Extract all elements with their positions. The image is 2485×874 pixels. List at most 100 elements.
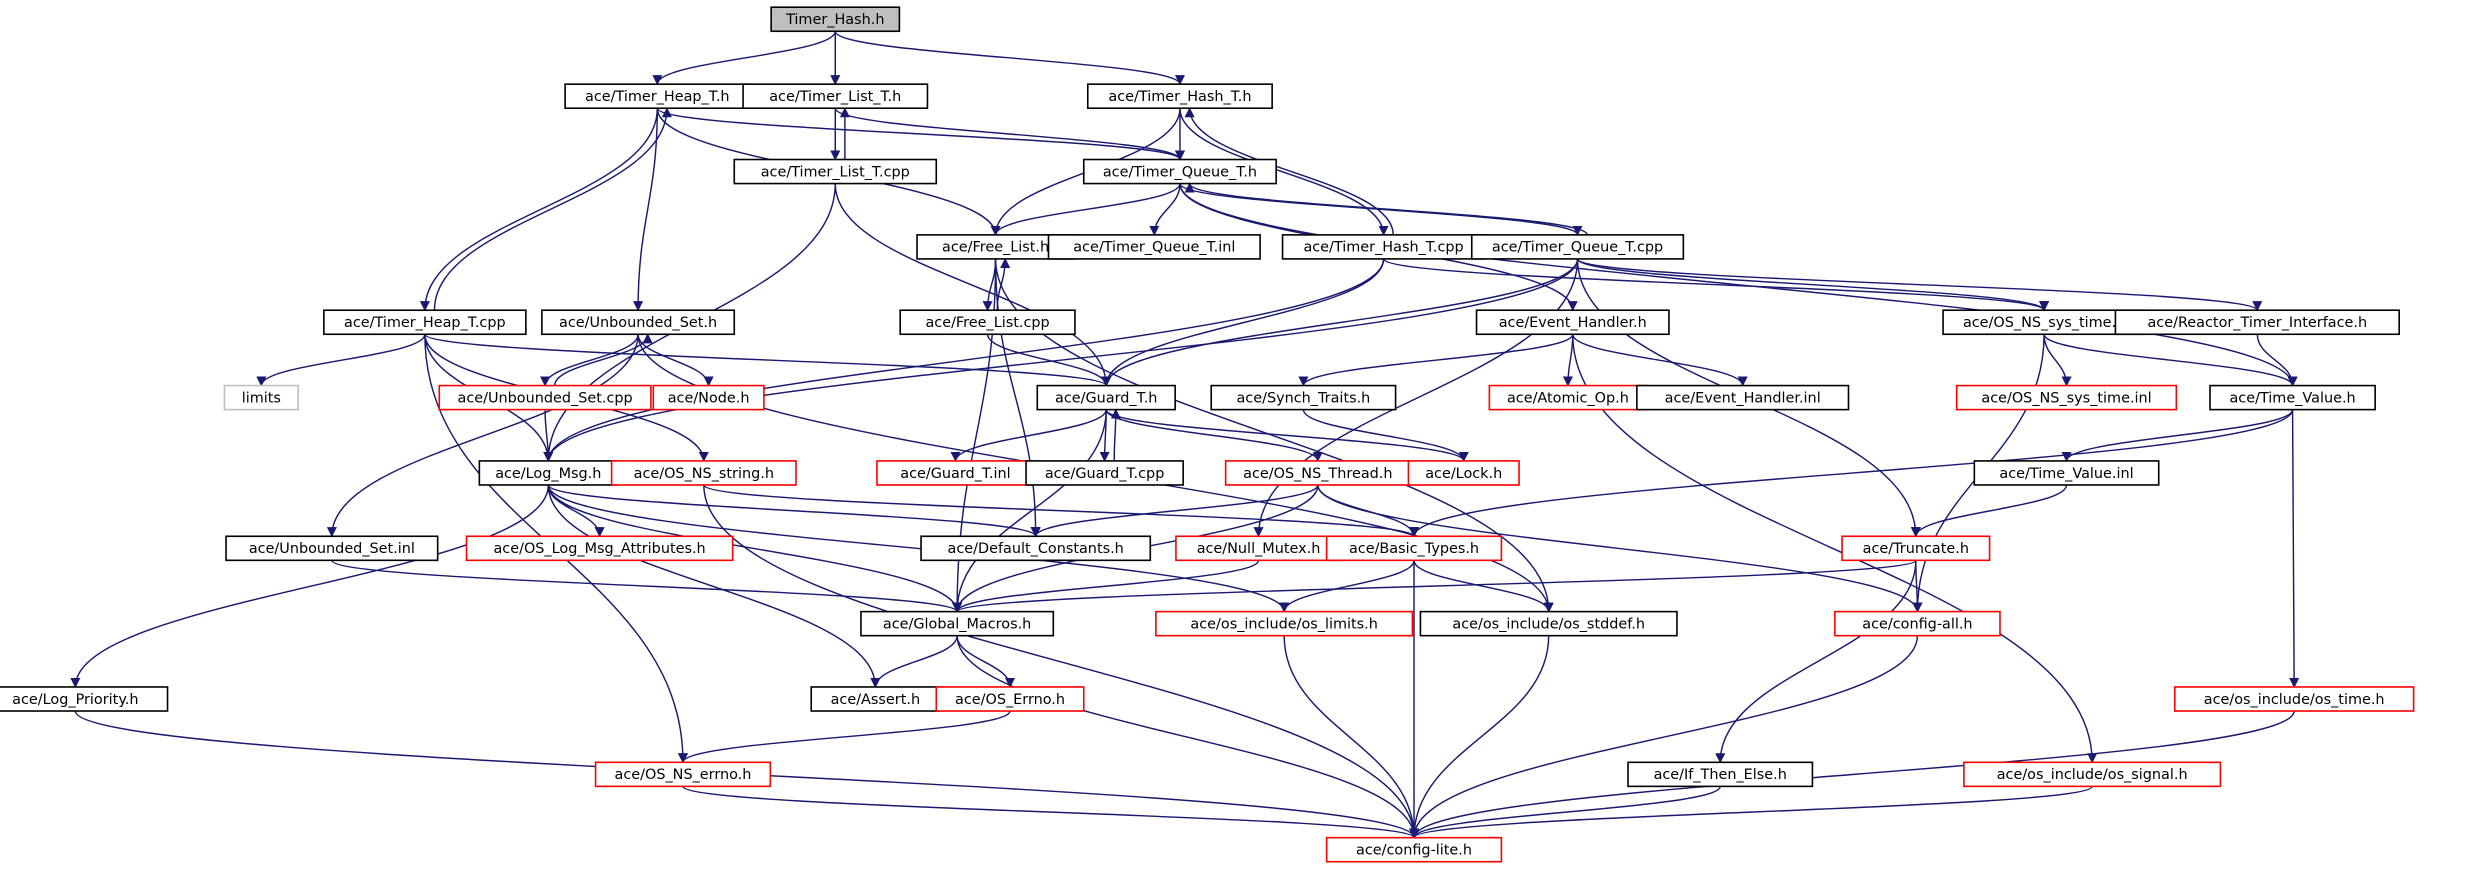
node-box (1407, 460, 1520, 486)
node-label: ace/Timer_Heap_T.h (585, 89, 730, 105)
node-ace-os-errno-h[interactable]: ace/OS_Errno.h (935, 686, 1085, 712)
node-ace-event-handler-h[interactable]: ace/Event_Handler.h (1475, 309, 1670, 336)
node-ace-free-list-cpp[interactable]: ace/Free_List.cpp (899, 309, 1076, 336)
node-ace-guard-t-inl[interactable]: ace/Guard_T.inl (876, 460, 1035, 486)
edge-ace-os-ns-thread-h-to-ace-config-all-h (1317, 484, 1923, 613)
node-ace-reactor-timer-interface-h[interactable]: ace/Reactor_Timer_Interface.h (2114, 309, 2400, 336)
node-ace-os-ns-sys-time-h[interactable]: ace/OS_NS_sys_time.h (1942, 309, 2146, 336)
node-ace-timer-hash-t-cpp[interactable]: ace/Timer_Hash_T.cpp (1281, 234, 1486, 260)
node-label: ace/Free_List.cpp (925, 315, 1049, 331)
node-box (1475, 309, 1670, 336)
node-ace-atomic-op-h[interactable]: ace/Atomic_Op.h (1488, 384, 1648, 411)
edge-ace-timer-heap-t-h-to-ace-timer-heap-t-cpp (419, 108, 659, 312)
node-label: ace/Synch_Traits.h (1236, 390, 1370, 406)
edge-timer-hash-h-to-ace-timer-heap-t-h (652, 31, 836, 86)
node-ace-log-priority-h[interactable]: ace/Log_Priority.h (0, 686, 169, 712)
node-box (1627, 761, 1814, 788)
edge-ace-guard-t-h-to-ace-lock-h (1105, 409, 1469, 462)
node-ace-guard-t-cpp[interactable]: ace/Guard_T.cpp (1025, 460, 1184, 486)
node-ace-lock-h[interactable]: ace/Lock.h (1407, 460, 1520, 486)
node-ace-log-msg-h[interactable]: ace/Log_Msg.h (478, 460, 619, 486)
node-ace-null-mutex-h[interactable]: ace/Null_Mutex.h (1175, 535, 1342, 562)
node-ace-timer-queue-t-h[interactable]: ace/Timer_Queue_T.h (1082, 158, 1277, 185)
edge-ace-timer-hash-t-cpp-to-ace-timer-hash-t-h (1184, 107, 1394, 235)
node-ace-unbounded-set-h[interactable]: ace/Unbounded_Set.h (541, 309, 736, 336)
node-ace-os-include-os-signal-h[interactable]: ace/os_include/os_signal.h (1963, 761, 2222, 788)
edge-ace-os-include-os-signal-h-to-ace-config-lite-h (1409, 785, 2093, 839)
edge-ace-global-macros-h-to-ace-assert-h (870, 635, 958, 688)
node-ace-timer-queue-t-cpp[interactable]: ace/Timer_Queue_T.cpp (1470, 234, 1685, 260)
node-ace-os-include-os-time-h[interactable]: ace/os_include/os_time.h (2173, 686, 2415, 712)
node-label: ace/Log_Priority.h (12, 692, 138, 708)
node-ace-basic-types-h[interactable]: ace/Basic_Types.h (1325, 535, 1503, 562)
node-label: ace/Timer_List_T.h (769, 89, 901, 105)
node-ace-time-value-inl[interactable]: ace/Time_Value.inl (1973, 460, 2160, 486)
node-ace-node-h[interactable]: ace/Node.h (652, 384, 765, 411)
node-ace-unbounded-set-inl[interactable]: ace/Unbounded_Set.inl (225, 535, 439, 562)
node-ace-truncate-h[interactable]: ace/Truncate.h (1841, 535, 1991, 562)
node-ace-config-lite-h[interactable]: ace/config-lite.h (1325, 836, 1503, 863)
node-box (1325, 535, 1503, 562)
edge-ace-truncate-h-to-ace-config-all-h (1912, 560, 1923, 613)
node-limits[interactable]: limits (223, 384, 299, 411)
edge-ace-time-value-h-to-ace-time-value-inl (2061, 409, 2294, 462)
edge-ace-timer-queue-t-cpp-to-ace-null-mutex-h (1253, 258, 1579, 538)
node-box (478, 460, 619, 486)
node-ace-timer-heap-t-h[interactable]: ace/Timer_Heap_T.h (564, 83, 751, 110)
node-label: ace/Guard_T.inl (900, 466, 1010, 482)
node-ace-os-ns-string-h[interactable]: ace/OS_NS_string.h (610, 460, 797, 486)
node-timer-hash-h[interactable]: Timer_Hash.h (770, 6, 901, 33)
edges-layer (70, 30, 2300, 839)
edge-ace-guard-t-h-to-ace-global-macros-h (952, 409, 1107, 613)
node-box (1325, 836, 1503, 863)
node-ace-event-handler-inl[interactable]: ace/Event_Handler.inl (1636, 384, 1850, 411)
node-ace-os-ns-sys-time-inl[interactable]: ace/OS_NS_sys_time.inl (1955, 384, 2178, 411)
node-ace-timer-list-t-cpp[interactable]: ace/Timer_List_T.cpp (733, 158, 938, 185)
node-box (1470, 234, 1685, 260)
node-ace-timer-hash-t-h[interactable]: ace/Timer_Hash_T.h (1086, 83, 1273, 110)
node-box (1834, 610, 2001, 637)
edge-ace-time-value-inl-to-ace-truncate-h (1910, 484, 2068, 538)
node-ace-os-ns-errno-h[interactable]: ace/OS_NS_errno.h (594, 761, 772, 788)
node-ace-os-include-os-limits-h[interactable]: ace/os_include/os_limits.h (1155, 610, 1414, 637)
node-ace-assert-h[interactable]: ace/Assert.h (810, 686, 941, 712)
node-box (876, 460, 1035, 486)
node-ace-config-all-h[interactable]: ace/config-all.h (1834, 610, 2001, 637)
node-box (0, 686, 169, 712)
node-ace-time-value-h[interactable]: ace/Time_Value.h (2209, 384, 2376, 411)
edge-ace-timer-queue-t-cpp-to-ace-timer-queue-t-h (1184, 182, 1588, 236)
node-ace-unbounded-set-cpp[interactable]: ace/Unbounded_Set.cpp (438, 384, 652, 411)
edge-ace-log-msg-h-to-ace-global-macros-h (547, 484, 963, 613)
edge-ace-free-list-cpp-to-ace-guard-t-h (986, 334, 1112, 387)
edge-ace-os-ns-thread-h-to-ace-default-constants-h (1030, 484, 1319, 538)
node-ace-if-then-else-h[interactable]: ace/If_Then_Else.h (1627, 761, 1814, 788)
edge-ace-timer-list-t-cpp-to-ace-guard-t-h (834, 183, 1112, 387)
node-box (935, 686, 1085, 712)
node-box (1025, 460, 1184, 486)
edge-ace-os-ns-sys-time-h-to-ace-os-ns-sys-time-inl (2043, 334, 2072, 387)
node-ace-timer-heap-t-cpp[interactable]: ace/Timer_Heap_T.cpp (323, 309, 527, 336)
node-label: ace/Basic_Types.h (1349, 541, 1479, 557)
node-ace-os-log-msg-attributes-h[interactable]: ace/OS_Log_Msg_Attributes.h (465, 535, 734, 562)
node-ace-synch-traits-h[interactable]: ace/Synch_Traits.h (1210, 384, 1397, 411)
edge-ace-log-msg-h-to-ace-default-constants-h (547, 484, 1041, 538)
node-label: ace/Event_Handler.h (1499, 315, 1647, 331)
node-ace-default-constants-h[interactable]: ace/Default_Constants.h (920, 535, 1152, 562)
node-label: ace/Truncate.h (1863, 541, 1969, 557)
node-ace-os-include-os-stddef-h[interactable]: ace/os_include/os_stddef.h (1419, 610, 1678, 637)
node-label: ace/OS_Log_Msg_Attributes.h (493, 541, 705, 557)
edge-ace-timer-heap-t-cpp-to-limits (256, 334, 426, 387)
edge-ace-guard-t-h-to-ace-guard-t-inl (950, 409, 1107, 462)
node-ace-timer-list-t-h[interactable]: ace/Timer_List_T.h (742, 83, 929, 110)
edge-ace-timer-queue-t-cpp-to-ace-log-msg-h (543, 258, 1579, 462)
node-ace-os-ns-thread-h[interactable]: ace/OS_NS_Thread.h (1224, 460, 1411, 486)
node-box (1963, 761, 2222, 788)
edge-ace-basic-types-h-to-ace-os-include-os-stddef-h (1413, 560, 1554, 613)
node-box (1973, 460, 2160, 486)
node-ace-timer-queue-t-inl[interactable]: ace/Timer_Queue_T.inl (1047, 234, 1261, 260)
edge-ace-global-macros-h-to-ace-os-errno-h (956, 635, 1016, 688)
edge-ace-timer-list-t-h-to-ace-timer-queue-t-h (834, 107, 1185, 161)
node-ace-guard-t-h[interactable]: ace/Guard_T.h (1036, 384, 1176, 411)
node-label: ace/Time_Value.h (2229, 390, 2355, 406)
node-ace-global-macros-h[interactable]: ace/Global_Macros.h (860, 610, 1055, 637)
